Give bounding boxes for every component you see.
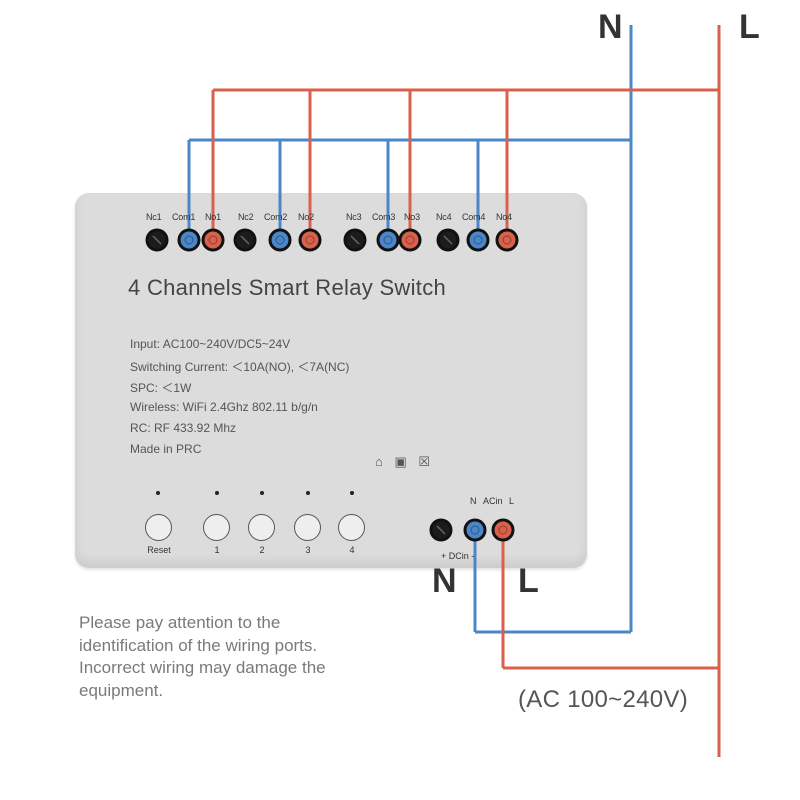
spec-made-in: Made in PRC (130, 442, 202, 456)
power-label-l: L (509, 496, 515, 506)
power-terminal-n (463, 518, 487, 542)
terminal-label-nc3: Nc3 (346, 212, 362, 222)
channel-3-led-dot (306, 491, 310, 495)
terminal-label-com4: Com4 (462, 212, 486, 222)
channel-1-button-label: 1 (214, 545, 220, 555)
terminal-nc3-screw-slot (350, 235, 360, 245)
terminal-no2 (298, 228, 322, 252)
power-label-n: N (470, 496, 477, 506)
channel-1-button[interactable] (203, 514, 230, 541)
terminal-label-nc2: Nc2 (238, 212, 254, 222)
terminal-label-no1: No1 (205, 212, 221, 222)
terminal-no4-screw-slot (502, 235, 512, 245)
terminal-com2 (268, 228, 292, 252)
terminal-label-com2: Com2 (264, 212, 288, 222)
terminal-label-com3: Com3 (372, 212, 396, 222)
terminal-com4-screw-slot (473, 235, 483, 245)
relay-device-body (75, 193, 587, 568)
terminal-com2-screw-slot (275, 235, 285, 245)
terminal-label-com1: Com1 (172, 212, 196, 222)
terminal-nc1-screw-slot (152, 235, 162, 245)
terminal-no3 (398, 228, 422, 252)
power-label-dcin: + DCin - (441, 551, 475, 561)
terminal-no1 (201, 228, 225, 252)
spec-spc: SPC: ＜1W (130, 381, 192, 395)
channel-3-button-label: 3 (305, 545, 311, 555)
spec-switching-current: Switching Current: ＜10A(NO), ＜7A(NC) (130, 360, 350, 374)
power-terminal-n-screw-slot (470, 525, 480, 535)
terminal-no4 (495, 228, 519, 252)
terminal-label-nc4: Nc4 (436, 212, 452, 222)
ac-voltage-label: (AC 100~240V) (518, 686, 689, 713)
spec-rc: RC: RF 433.92 Mhz (130, 421, 237, 435)
power-terminal-l (491, 518, 515, 542)
neutral-line-label: N (598, 8, 623, 46)
reset-button-label: Reset (147, 545, 171, 555)
terminal-com4 (466, 228, 490, 252)
channel-2-led-dot (260, 491, 264, 495)
power-terminal-dc-screw-slot (436, 525, 446, 535)
terminal-com1-screw-slot (184, 235, 194, 245)
channel-4-button-label: 4 (349, 545, 355, 555)
channel-2-button-label: 2 (259, 545, 265, 555)
certification-icons: ⌂ ▣ ☒ (375, 454, 435, 469)
terminal-no2-screw-slot (305, 235, 315, 245)
channel-4-button[interactable] (338, 514, 365, 541)
channel-1-led-dot (215, 491, 219, 495)
channel-4-led-dot (350, 491, 354, 495)
channel-3-button[interactable] (294, 514, 321, 541)
power-terminal-l-screw-slot (498, 525, 508, 535)
terminal-nc2-screw-slot (240, 235, 250, 245)
terminal-label-no2: No2 (298, 212, 314, 222)
reset-button[interactable] (145, 514, 172, 541)
terminal-com3 (376, 228, 400, 252)
spec-input: Input: AC100~240V/DC5~24V (130, 337, 291, 351)
terminal-label-nc1: Nc1 (146, 212, 162, 222)
power-label-acin: ACin (483, 496, 503, 506)
terminal-no3-screw-slot (405, 235, 415, 245)
channel-2-button[interactable] (248, 514, 275, 541)
supply-live-label: L (518, 562, 539, 600)
live-line-label: L (739, 8, 760, 46)
terminal-label-no3: No3 (404, 212, 420, 222)
terminal-label-no4: No4 (496, 212, 512, 222)
terminal-com1 (177, 228, 201, 252)
terminal-nc4-screw-slot (443, 235, 453, 245)
supply-neutral-label: N (432, 562, 457, 600)
wiring-warning-note: Please pay attention to the identificati… (79, 613, 326, 700)
spec-wireless: Wireless: WiFi 2.4Ghz 802.11 b/g/n (130, 400, 318, 414)
terminal-com3-screw-slot (383, 235, 393, 245)
reset-led-dot (156, 491, 160, 495)
device-title: 4 Channels Smart Relay Switch (128, 275, 447, 300)
terminal-no1-screw-slot (208, 235, 218, 245)
